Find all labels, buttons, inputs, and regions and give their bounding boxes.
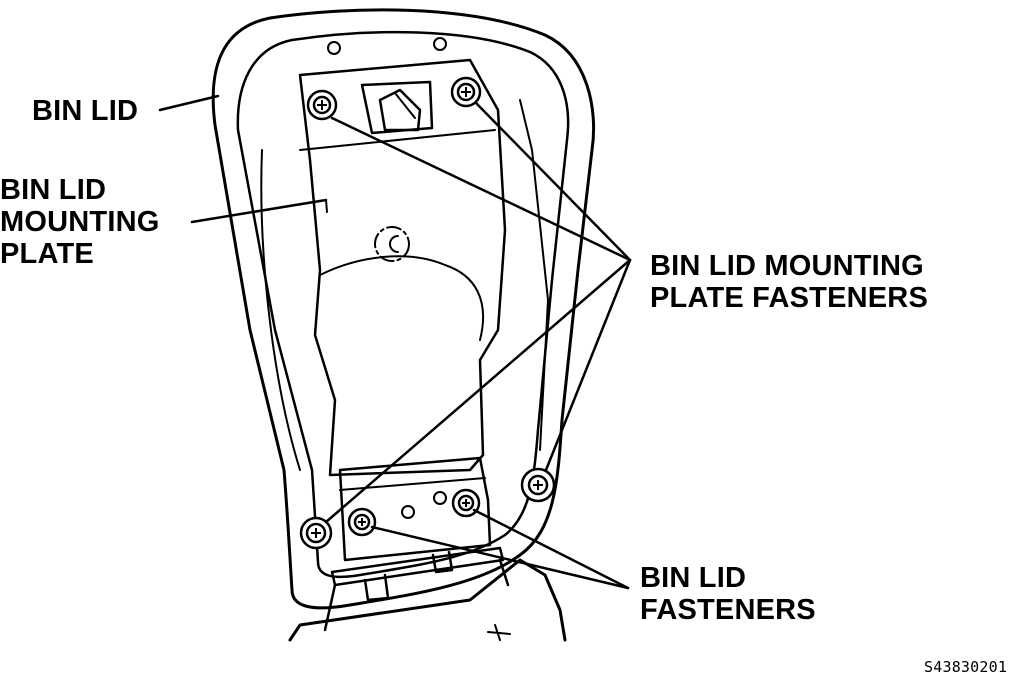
leader-mounting-plate	[190, 198, 328, 224]
hinge-leaf	[323, 558, 510, 632]
armrest-base-detail2	[487, 631, 511, 635]
plate-fastener-bottom-left	[299, 516, 333, 550]
mounting-plate-curve	[319, 255, 485, 341]
plate-center-boss-inner	[389, 235, 399, 253]
plate-center-boss	[374, 226, 410, 262]
lid-outer-shell	[211, 8, 596, 610]
label-lid-fasteners-line2: FASTENERS	[640, 594, 816, 626]
hinge-hole-a	[401, 505, 415, 519]
label-mounting-plate-line3: PLATE	[0, 238, 94, 270]
latch-housing	[360, 80, 434, 135]
hinge-tab-left	[363, 573, 390, 602]
figure-code: S43830201	[924, 658, 1007, 676]
label-bin-lid-text: BIN LID	[32, 95, 139, 127]
leader-lid-fastener-2	[472, 508, 630, 590]
hinge-hole-b	[433, 491, 447, 505]
figure-code-text: S43830201	[924, 658, 1008, 676]
fasteners	[299, 76, 556, 550]
label-plate-fasteners-line2: PLATE FASTENERS	[650, 282, 928, 314]
hole-top-right	[433, 37, 447, 51]
hinge-tab-right	[431, 550, 454, 574]
label-mounting-plate-line1: BIN LID	[0, 174, 107, 206]
plate-mark	[325, 199, 328, 213]
leader-plate-fastener-2	[474, 101, 632, 262]
lid-edge-right	[519, 99, 549, 451]
latch-lever	[378, 88, 422, 132]
label-mounting-plate: BIN LID MOUNTING PLATE	[0, 174, 159, 270]
leader-plate-fastener-1	[330, 116, 632, 262]
label-lid-fasteners-line1: BIN LID	[640, 562, 747, 594]
lid-edge-left	[260, 149, 301, 471]
mounting-plate-step	[299, 129, 496, 151]
hole-top-left	[327, 41, 341, 55]
label-mounting-plate-line2: MOUNTING	[0, 206, 160, 238]
leader-lid-fastener-1	[370, 525, 630, 590]
leader-plate-fastener-4	[324, 258, 632, 524]
plate-fastener-bottom-right	[520, 467, 556, 503]
leader-plate-fastener-3	[544, 258, 632, 472]
label-bin-lid: BIN LID	[32, 95, 138, 127]
label-lid-fasteners: BIN LID FASTENERS	[640, 562, 816, 626]
armrest-base	[288, 558, 567, 642]
label-plate-fasteners-line1: BIN LID MOUNTING	[650, 250, 924, 282]
hinge-plate-edge	[339, 477, 486, 491]
plate-fastener-top-left	[306, 89, 338, 121]
latch-lever-line	[394, 92, 416, 119]
lid-fastener-right	[451, 488, 481, 518]
plate-fastener-top-right	[450, 76, 482, 108]
lid-inner-rim	[236, 30, 570, 579]
hinge-plate	[338, 456, 492, 562]
lid-fastener-left	[347, 507, 377, 537]
hinge-knuckle	[330, 546, 505, 587]
mounting-plate	[298, 58, 507, 477]
label-plate-fasteners: BIN LID MOUNTING PLATE FASTENERS	[650, 250, 928, 314]
leader-lines	[158, 94, 632, 590]
leader-bin-lid	[158, 94, 220, 112]
